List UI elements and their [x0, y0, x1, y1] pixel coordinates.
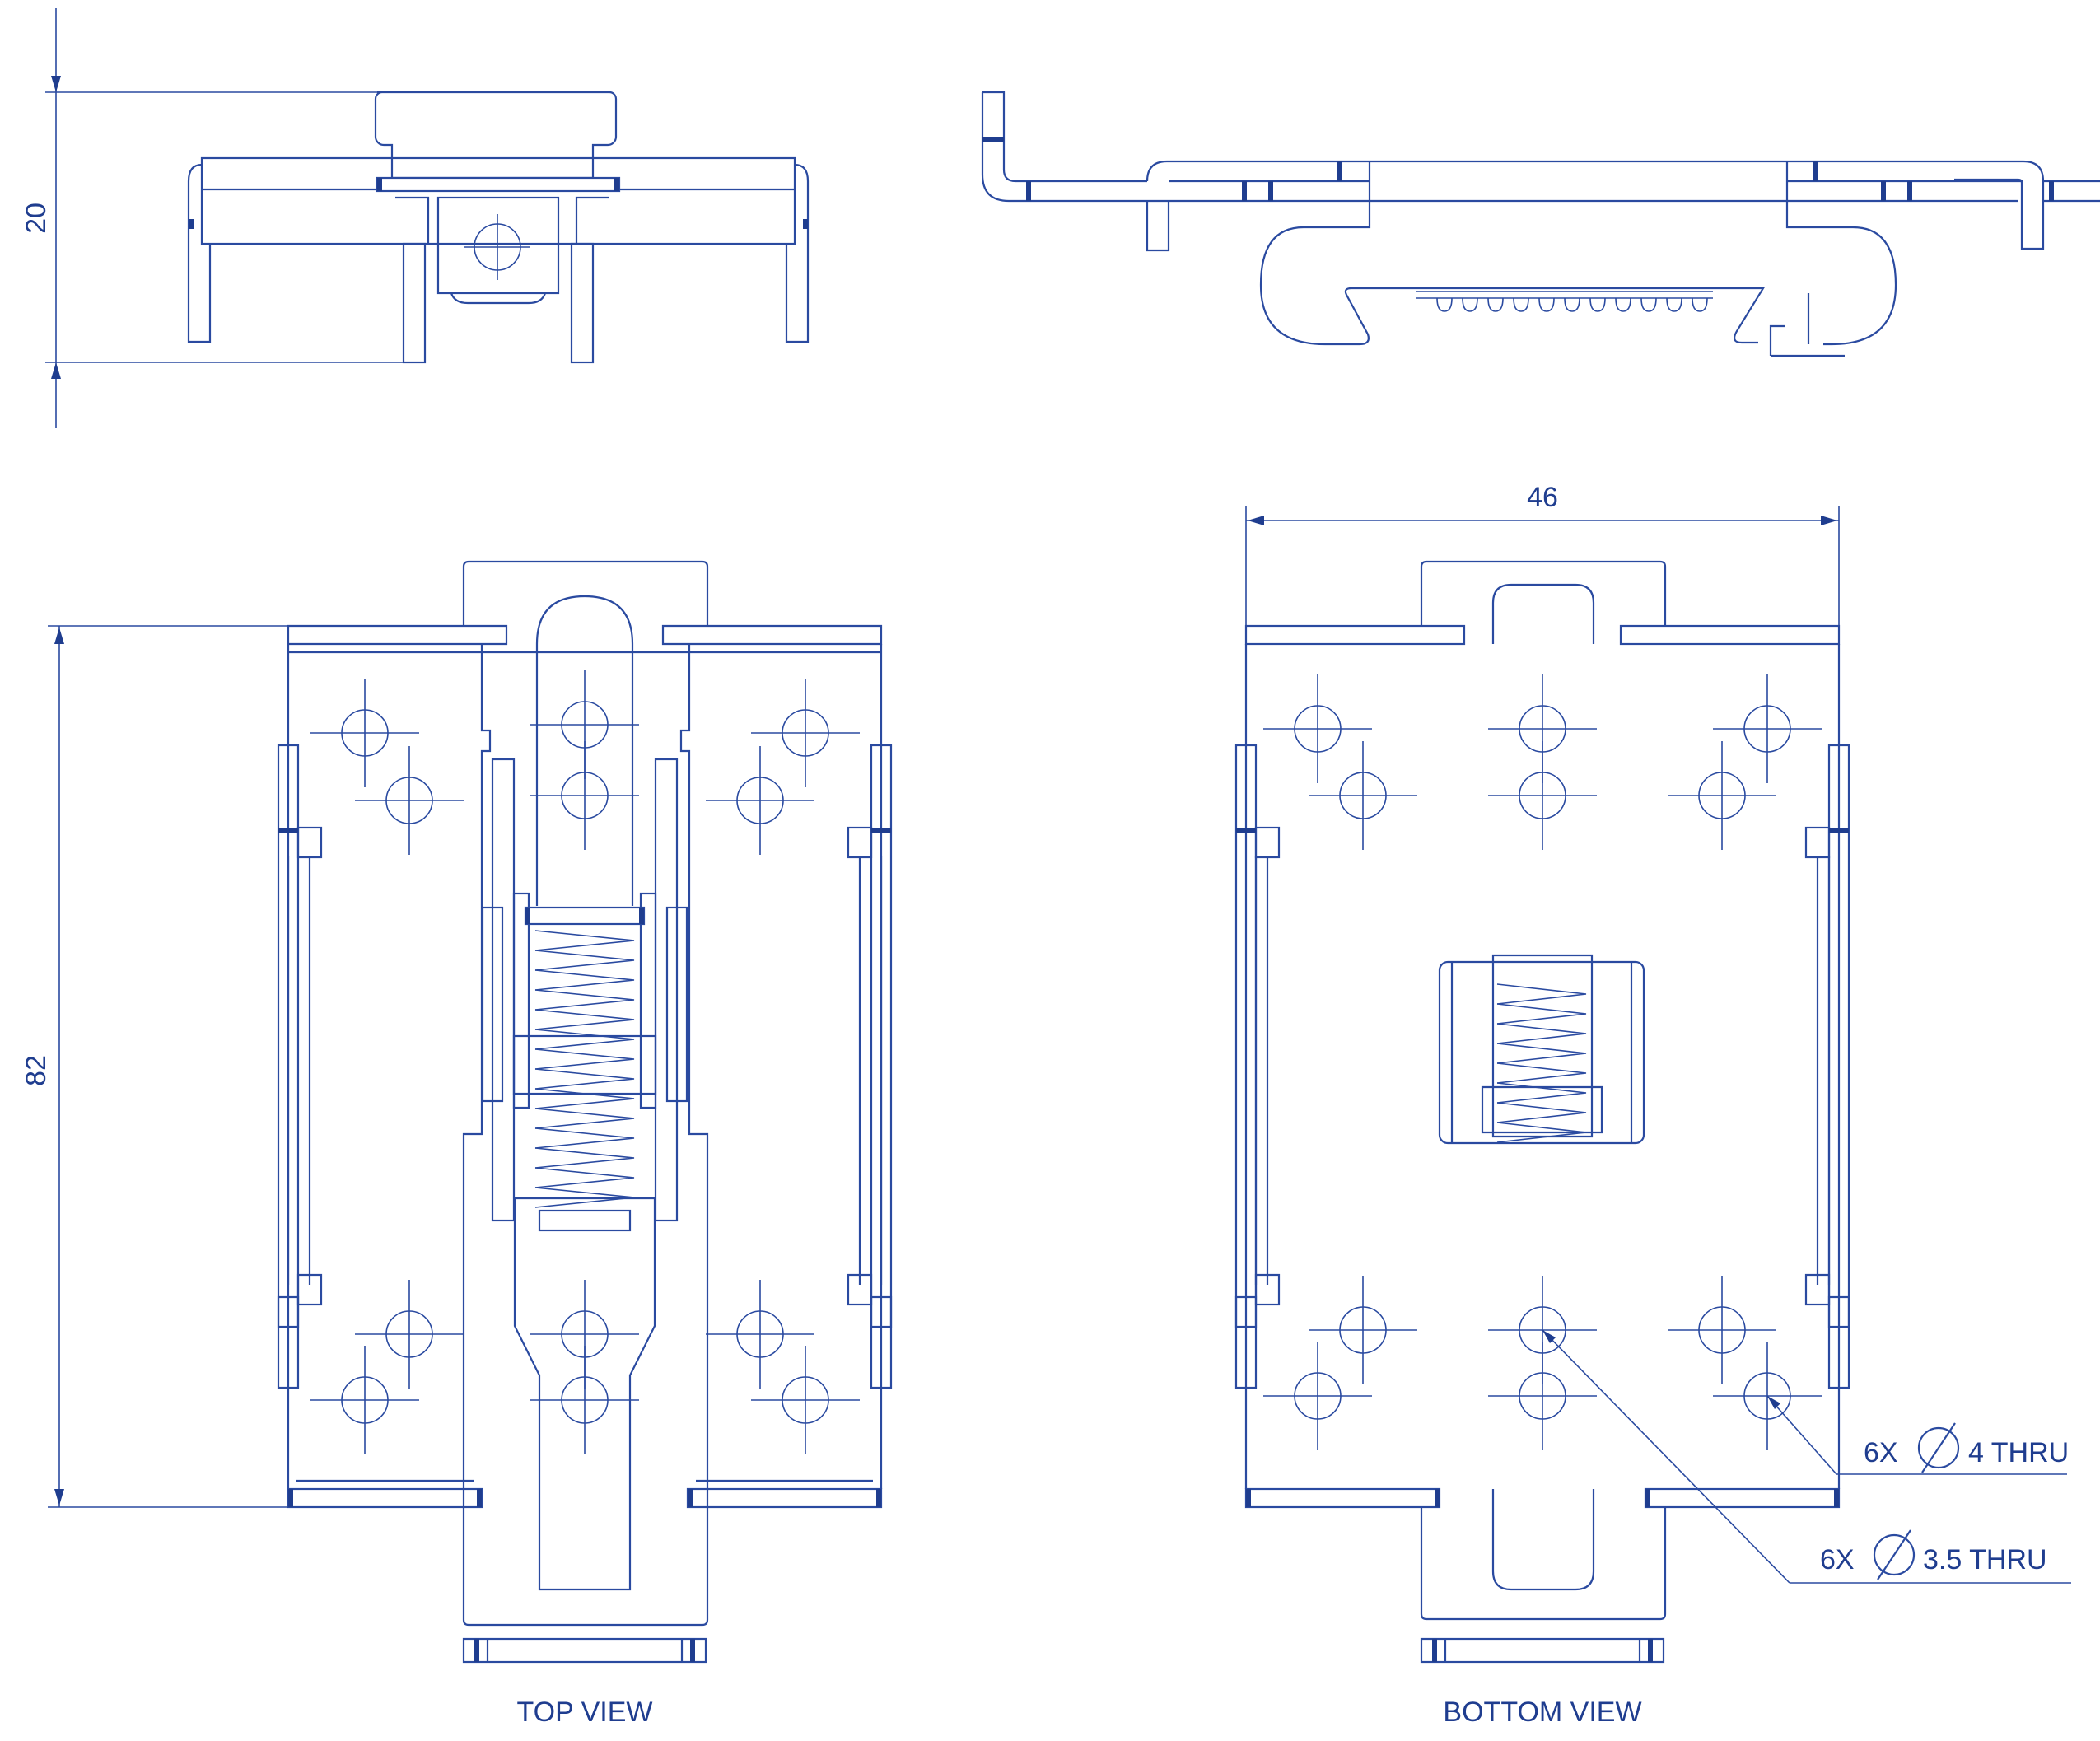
top-view: 82: [21, 560, 893, 1728]
side-view-front: 20: [21, 8, 810, 428]
dim-width-bottom: 46: [1527, 482, 1558, 513]
callout-hole-small-qty: 6X: [1820, 1544, 1855, 1575]
side-view-profile: [981, 91, 2100, 357]
diameter-icon: [1917, 1422, 1960, 1473]
bottom-view: 46: [1234, 482, 2071, 1728]
dim-height-top: 82: [21, 1055, 52, 1086]
bottom-view-label: BOTTOM VIEW: [1443, 1697, 1641, 1728]
callout-hole-large-qty: 6X: [1864, 1437, 1898, 1468]
dim-height-side: 20: [21, 203, 52, 234]
top-view-label: TOP VIEW: [516, 1697, 652, 1728]
callout-hole-large-size: 4 THRU: [1968, 1437, 2069, 1468]
callout-hole-small-size: 3.5 THRU: [1923, 1544, 2047, 1575]
diameter-icon: [1873, 1529, 1916, 1580]
